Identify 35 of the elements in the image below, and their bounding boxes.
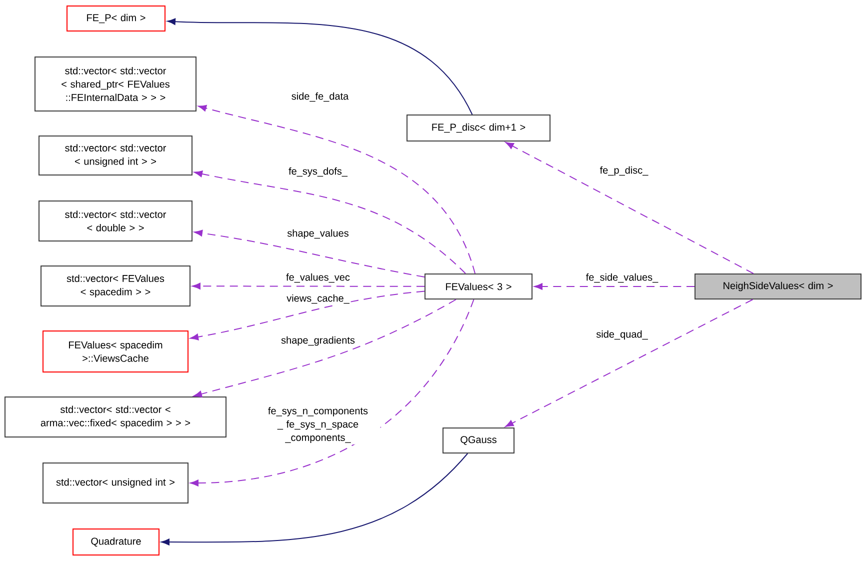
arrow <box>192 282 425 290</box>
arrow <box>194 299 456 398</box>
edge-label: shape_gradients <box>280 335 356 347</box>
edge-label: fe_values_vec <box>284 272 352 284</box>
arrow <box>190 299 474 486</box>
edge-label: fe_sys_n_components _ fe_sys_n_space _components_ <box>256 406 380 444</box>
arrow <box>167 18 473 115</box>
arrow <box>198 104 476 274</box>
arrow <box>505 142 754 274</box>
class-box: std::vector< FEValues < spacedim > > <box>40 266 190 306</box>
arrow <box>161 453 468 546</box>
arrow <box>194 230 425 278</box>
class-box: FE_P_disc< dim+1 > <box>406 114 550 142</box>
class-box: FEValues< spacedim >::ViewsCache <box>42 330 188 372</box>
class-box: std::vector< unsigned int > <box>42 462 188 504</box>
class-box: NeighSideValues< dim > <box>694 274 862 300</box>
arrow <box>194 170 466 274</box>
class-box: std::vector< std::vector < double > > <box>38 200 192 242</box>
edge-label: fe_side_values_ <box>584 272 660 284</box>
arrow <box>190 290 425 340</box>
arrow <box>534 283 695 290</box>
class-box: std::vector< std::vector < unsigned int > > <box>38 136 192 176</box>
class-box: FE_P< dim > <box>66 6 166 32</box>
edge-label: fe_p_disc_ <box>598 165 650 177</box>
class-box: FEValues< 3 > <box>424 274 532 300</box>
edge-label: views_cache_ <box>285 293 351 305</box>
edge-label: fe_sys_dofs_ <box>287 166 349 178</box>
edge-label: side_fe_data <box>290 91 350 103</box>
class-box: std::vector< std::vector < shared_ptr< FEValues ::FEInternalData > > > <box>34 56 196 112</box>
class-box: QGauss <box>442 428 514 454</box>
class-box: std::vector< std::vector < arma::vec::fixed< spacedim > > > <box>4 396 226 438</box>
arrow <box>505 299 754 428</box>
class-box: Quadrature <box>72 528 160 556</box>
edge-label: side_quad_ <box>594 329 650 341</box>
edge-label: shape_values <box>286 228 350 240</box>
